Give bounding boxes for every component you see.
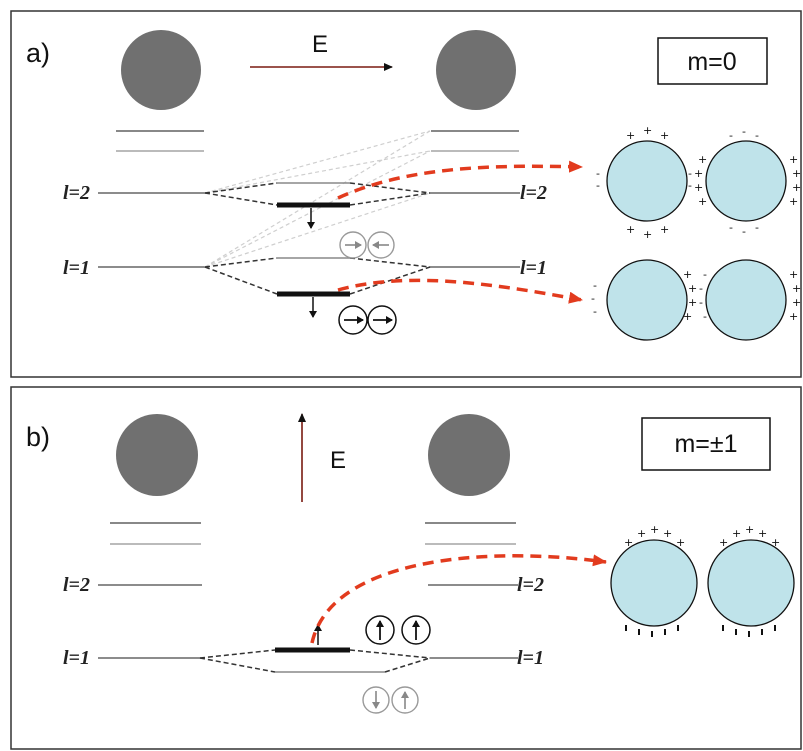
svg-text:+: + — [719, 536, 728, 549]
svg-text:+: + — [698, 153, 707, 166]
svg-text:+: + — [758, 527, 767, 540]
right-particle — [436, 30, 516, 110]
mode-b-pair: + + + + + + + + + + — [610, 523, 795, 637]
svg-text:-: - — [699, 282, 703, 295]
svg-text:+: + — [771, 536, 780, 549]
level-l1-right-b: l=1 — [517, 647, 544, 669]
svg-text:+: + — [694, 167, 703, 180]
svg-text:+: + — [650, 523, 659, 536]
svg-text:+: + — [688, 282, 697, 295]
mode-l2-pair: +++ +++ -- -- --- --- ++++ ++++ — [596, 124, 801, 241]
svg-text:+: + — [792, 181, 801, 194]
m-label-box-b — [641, 417, 771, 471]
svg-text:+: + — [643, 228, 652, 241]
svg-text:+: + — [694, 181, 703, 194]
svg-text:-: - — [596, 179, 600, 192]
svg-text:+: + — [789, 153, 798, 166]
svg-text:+: + — [688, 296, 697, 309]
svg-text:-: - — [688, 179, 692, 192]
svg-text:+: + — [789, 310, 798, 323]
svg-text:+: + — [698, 195, 707, 208]
level-l2-right-b: l=2 — [517, 574, 544, 596]
mode-l1-pair: --- ++++ ---- ++++ — [591, 259, 801, 341]
highlight-arrow-l2 — [337, 160, 583, 200]
svg-text:+: + — [626, 223, 635, 236]
svg-text:-: - — [699, 296, 703, 309]
highlight-arrow-b — [310, 554, 607, 644]
svg-text:-: - — [742, 125, 746, 138]
level-l2-left-b: l=2 — [63, 574, 90, 596]
svg-text:+: + — [626, 129, 635, 142]
svg-text:-: - — [596, 167, 600, 180]
svg-text:+: + — [792, 167, 801, 180]
level-l2-right-a: l=2 — [520, 182, 547, 204]
m-label-a: m=0 — [687, 48, 736, 76]
svg-text:+: + — [683, 268, 692, 281]
svg-text:-: - — [755, 221, 759, 234]
svg-text:-: - — [688, 167, 692, 180]
svg-text:+: + — [663, 527, 672, 540]
field-label-b: E — [330, 447, 346, 474]
panel-b-frame — [10, 386, 802, 750]
panel-a-tag: a) — [26, 38, 50, 68]
antibonding-dipoles-a — [339, 231, 395, 259]
svg-text:-: - — [729, 221, 733, 234]
field-label-a: E — [312, 31, 328, 58]
left-particle-b — [116, 414, 198, 496]
svg-text:-: - — [742, 225, 746, 238]
level-l1-left-b: l=1 — [63, 647, 90, 669]
left-particle — [121, 30, 201, 110]
panel-a: a) E m=0 l=2 l=1 l=2 l=1 — [10, 10, 802, 378]
svg-text:+: + — [683, 310, 692, 323]
svg-text:-: - — [703, 268, 707, 281]
svg-text:+: + — [792, 282, 801, 295]
level-l1-left-a: l=1 — [63, 257, 90, 279]
panel-a-frame — [10, 10, 802, 378]
right-particle-b — [428, 414, 510, 496]
highlight-arrow-l1 — [337, 278, 583, 304]
svg-text:-: - — [755, 129, 759, 142]
bonding-dipoles-a — [338, 305, 397, 335]
svg-text:+: + — [676, 536, 685, 549]
panel-b-tag: b) — [26, 422, 50, 452]
svg-text:+: + — [660, 223, 669, 236]
svg-text:+: + — [643, 124, 652, 137]
svg-text:+: + — [624, 536, 633, 549]
svg-text:-: - — [591, 292, 595, 305]
svg-text:+: + — [789, 195, 798, 208]
svg-text:+: + — [732, 527, 741, 540]
m-label-b: m=±1 — [674, 430, 737, 458]
panel-b: b) E m=±1 l=2 l=1 l=2 l=1 — [10, 386, 802, 750]
antibonding-dipoles-b — [362, 686, 419, 714]
svg-text:+: + — [789, 268, 798, 281]
svg-text:-: - — [593, 279, 597, 292]
level-l2-left-a: l=2 — [63, 182, 90, 204]
svg-text:-: - — [729, 129, 733, 142]
svg-text:+: + — [637, 527, 646, 540]
level-l1-right-a: l=1 — [520, 257, 547, 279]
svg-text:-: - — [593, 305, 597, 318]
svg-text:+: + — [745, 523, 754, 536]
svg-text:+: + — [792, 296, 801, 309]
m-label-box-a — [657, 37, 768, 85]
bonding-dipoles-b — [365, 615, 431, 645]
svg-text:-: - — [703, 310, 707, 323]
svg-text:+: + — [660, 129, 669, 142]
